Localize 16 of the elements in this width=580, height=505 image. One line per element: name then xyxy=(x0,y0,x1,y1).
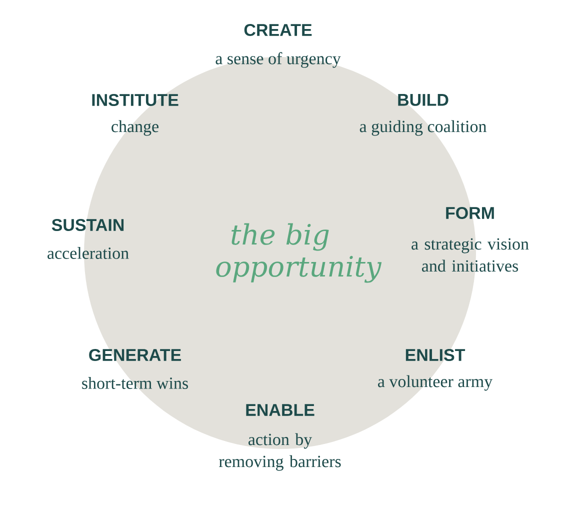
step-description: a volunteer army xyxy=(378,375,493,391)
step-description: action by removing barriers xyxy=(218,433,341,471)
step-heading: GENERATE xyxy=(89,348,181,361)
step-description: short-term wins xyxy=(82,377,188,389)
step-description: a sense of urgency xyxy=(216,52,341,68)
step-description: acceleration xyxy=(48,247,129,259)
step-description: a strategic vision and initiatives xyxy=(412,238,529,272)
step-description: a guiding coalition xyxy=(360,120,487,136)
step-heading: ENLIST xyxy=(406,348,466,361)
step-heading: BUILD xyxy=(398,94,448,106)
step-heading: ENABLE xyxy=(246,404,314,416)
step-description: change xyxy=(112,120,158,136)
step-heading: INSTITUTE xyxy=(92,94,178,106)
step-heading: SUSTAIN xyxy=(52,218,124,231)
step-heading: FORM xyxy=(446,206,494,219)
step-heading: CREATE xyxy=(244,24,312,36)
